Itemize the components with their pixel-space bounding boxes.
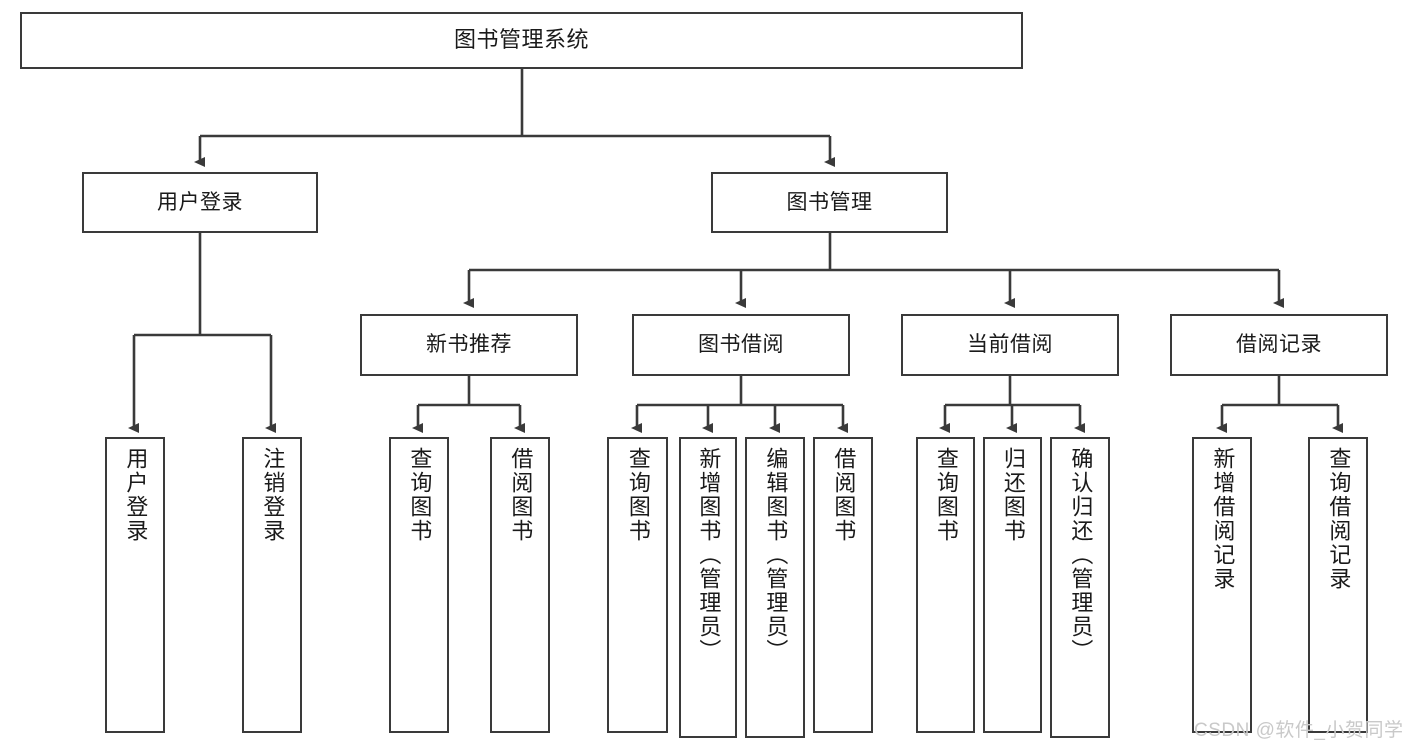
leaf-current-return-book[interactable]: 归还图书 [983, 437, 1042, 733]
node-label: 新书推荐 [426, 333, 512, 357]
leaf-record-add-record[interactable]: 新增借阅记录 [1192, 437, 1252, 733]
node-label: 确认归还（管理员） [1068, 447, 1094, 663]
node-label: 借阅记录 [1236, 333, 1322, 357]
node-label: 借阅图书 [831, 447, 857, 543]
leaf-borrow-edit-book-admin[interactable]: 编辑图书（管理员） [745, 437, 805, 738]
leaf-new-book-borrow[interactable]: 借阅图书 [490, 437, 550, 733]
node-label: 用户登录 [157, 190, 243, 214]
node-label: 用户登录 [123, 447, 149, 543]
node-label: 注销登录 [260, 447, 286, 543]
node-label: 归还图书 [1000, 447, 1026, 543]
node-label: 编辑图书（管理员） [763, 447, 789, 663]
leaf-borrow-add-book-admin[interactable]: 新增图书（管理员） [679, 437, 737, 738]
node-label: 当前借阅 [967, 333, 1053, 357]
node-book-borrow[interactable]: 图书借阅 [632, 314, 850, 376]
node-new-book-recommend[interactable]: 新书推荐 [360, 314, 578, 376]
leaf-user-login-signin[interactable]: 用户登录 [105, 437, 165, 733]
node-label: 查询图书 [625, 447, 651, 543]
node-label: 查询图书 [407, 447, 433, 543]
node-label: 图书管理系统 [453, 27, 589, 53]
node-label: 新增图书（管理员） [696, 447, 722, 663]
node-label: 借阅图书 [508, 447, 534, 543]
node-current-borrow[interactable]: 当前借阅 [901, 314, 1119, 376]
node-label: 查询图书 [933, 447, 959, 543]
node-label: 图书借阅 [698, 333, 784, 357]
node-root-system[interactable]: 图书管理系统 [20, 12, 1023, 69]
leaf-user-login-signout[interactable]: 注销登录 [242, 437, 302, 733]
leaf-borrow-borrow-book[interactable]: 借阅图书 [813, 437, 873, 733]
leaf-borrow-query-book[interactable]: 查询图书 [607, 437, 668, 733]
leaf-current-query-book[interactable]: 查询图书 [916, 437, 975, 733]
leaf-current-confirm-return-admin[interactable]: 确认归还（管理员） [1050, 437, 1110, 738]
node-label: 查询借阅记录 [1326, 447, 1352, 591]
leaf-record-query-record[interactable]: 查询借阅记录 [1308, 437, 1368, 733]
leaf-new-book-query[interactable]: 查询图书 [389, 437, 449, 733]
node-user-login[interactable]: 用户登录 [82, 172, 318, 233]
node-book-management[interactable]: 图书管理 [711, 172, 948, 233]
node-borrow-record[interactable]: 借阅记录 [1170, 314, 1388, 376]
node-label: 图书管理 [786, 190, 873, 214]
node-label: 新增借阅记录 [1210, 447, 1236, 591]
